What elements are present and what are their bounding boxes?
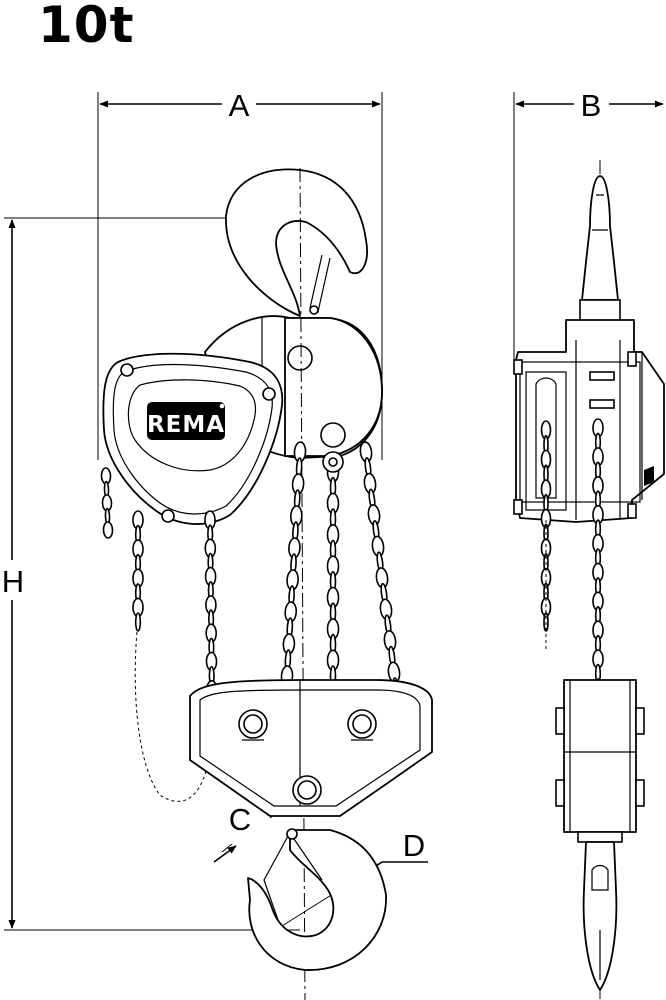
- bottom-hook: [247, 828, 387, 971]
- rema-logo: [147, 402, 225, 440]
- dimension-a: A: [97, 88, 383, 460]
- hand-chain-drop: [100, 467, 114, 539]
- dimension-c-label: C: [229, 802, 251, 837]
- load-chains: [100, 441, 401, 714]
- capacity-title: 10t: [38, 0, 135, 54]
- hand-chain-rear: [132, 510, 144, 632]
- chain-link: [102, 521, 114, 539]
- bottom-block: [189, 679, 433, 817]
- chain-link: [134, 612, 142, 632]
- rema-logo-text: REMA: [147, 412, 225, 438]
- dimension-h: H: [2, 217, 300, 931]
- housing-side: [513, 319, 665, 523]
- dimension-d-label: D: [403, 828, 425, 863]
- dimension-a-label: A: [229, 88, 250, 123]
- bottom-block-side: [555, 679, 645, 843]
- side-hand-chain: [540, 420, 552, 632]
- hoist-front-view: REMA: [100, 167, 433, 1000]
- top-hook-side: [579, 175, 621, 323]
- dimension-h-label: H: [2, 564, 24, 599]
- side-load-chain: [592, 418, 604, 698]
- hoist-side-view: [513, 160, 665, 1000]
- load-chain-middle: [326, 461, 340, 687]
- handwheel-cover: REMA: [102, 352, 284, 525]
- top-hook: [225, 168, 368, 317]
- dimension-b: B: [513, 88, 664, 360]
- hand-chain-front: [204, 510, 218, 714]
- bottom-hook-side: [582, 841, 618, 991]
- load-chain-left: [280, 441, 307, 687]
- load-chain-right: [359, 441, 401, 699]
- dimension-b-label: B: [581, 88, 602, 123]
